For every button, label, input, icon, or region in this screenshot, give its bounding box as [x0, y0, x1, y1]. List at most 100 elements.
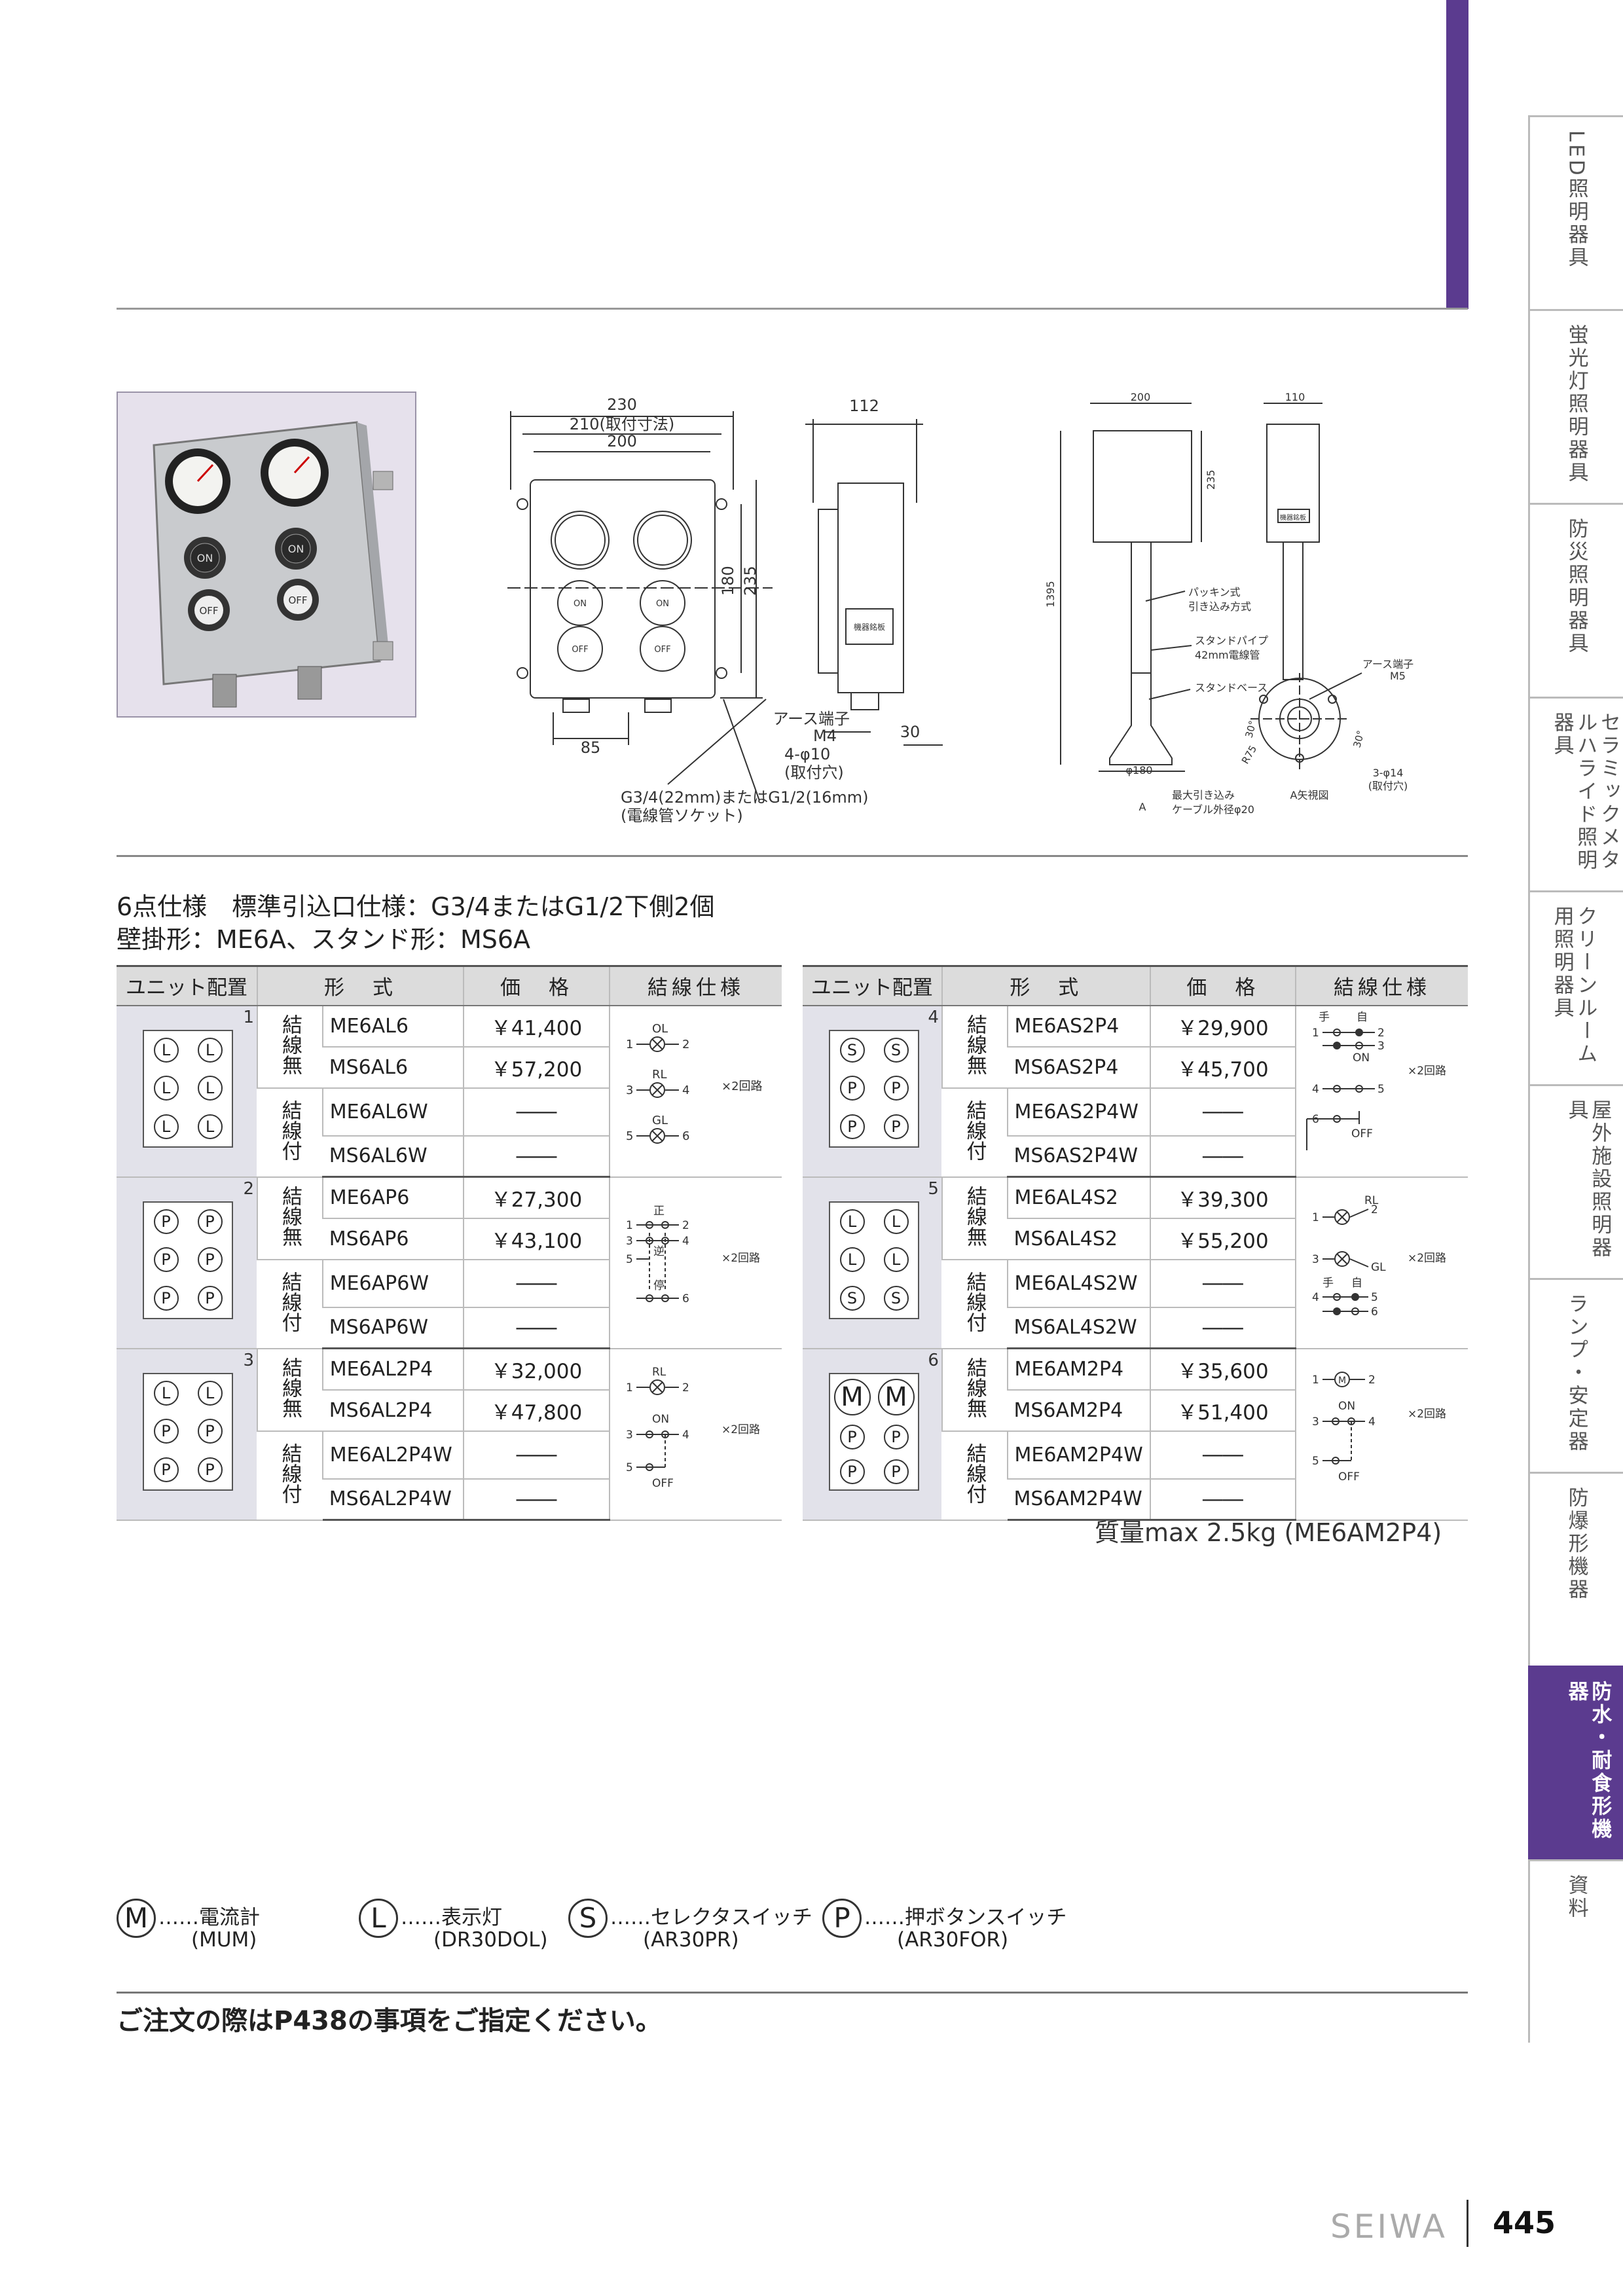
svg-text:4: 4 — [1312, 1291, 1319, 1304]
legend-code: (AR30FOR) — [897, 1928, 1009, 1952]
unit-symbol: L — [883, 1209, 909, 1234]
svg-text:OFF: OFF — [652, 1477, 674, 1490]
unit-grid: L L L L L L — [143, 1029, 233, 1148]
unit-symbol: L — [839, 1209, 865, 1234]
side-tab-emergency[interactable]: 防災照明器具 — [1528, 503, 1623, 697]
model-code: ME6AL2P4W — [321, 1430, 464, 1480]
unit-symbol: L — [153, 1076, 179, 1101]
svg-text:×2回路: ×2回路 — [1408, 1252, 1446, 1265]
stand-dim-1395: 1395 — [1044, 581, 1057, 608]
svg-text:M: M — [1338, 1376, 1346, 1386]
model-code: MS6AL4S2W — [1007, 1307, 1150, 1349]
svg-text:3: 3 — [1312, 1415, 1319, 1429]
unit-layout-5: 5 L L L L S S — [803, 1176, 942, 1349]
side-tab-label: セラミックメタルハライド照明器具 — [1550, 712, 1620, 872]
cable-label-2: ケーブル外径φ20 — [1172, 803, 1254, 816]
unit-symbol: P — [883, 1425, 909, 1450]
cable-label-1: 最大引き込み — [1172, 789, 1235, 801]
stand-earth-label: アース端子 — [1362, 658, 1413, 670]
unit-symbol: L — [883, 1247, 909, 1273]
stand-holes-note: (取付穴) — [1368, 780, 1408, 792]
unit-symbol: P — [883, 1114, 909, 1140]
earth-m4-label: M4 — [813, 727, 837, 745]
unit-symbol: S — [839, 1286, 865, 1311]
dim-230: 230 — [607, 395, 637, 414]
price: ―― — [1149, 1478, 1296, 1521]
spec-heading-line-1: 6点仕様 標準引込口仕様：G3/4またはG1/2下側2個 — [117, 892, 715, 921]
dim-235: 235 — [741, 566, 759, 596]
svg-text:6: 6 — [1312, 1113, 1319, 1126]
spec-table-left: ユニット配置 形 式 価 格 結線仕様 1 L L L L L L 結線無 ME… — [117, 965, 782, 1521]
unit-symbol: S — [883, 1037, 909, 1063]
earth-terminal-label: アース端子 — [773, 710, 850, 728]
bottom-rule — [117, 1992, 1468, 1994]
svg-text:6: 6 — [682, 1129, 689, 1143]
svg-text:自: 自 — [1351, 1277, 1362, 1290]
svg-text:2: 2 — [682, 1381, 689, 1394]
price: ￥51,400 — [1149, 1389, 1296, 1432]
kind-with-wiring: 結線付 — [941, 1259, 1008, 1349]
side-tab-lamp-ballast[interactable]: ランプ・安定器 — [1528, 1278, 1623, 1472]
svg-text:3: 3 — [626, 1084, 633, 1097]
model-code: MS6AL6W — [322, 1135, 464, 1178]
svg-text:OL: OL — [652, 1022, 668, 1036]
side-tab-cleanroom[interactable]: クリーンルーム用照明器具 — [1528, 890, 1623, 1084]
kind-without-wiring: 結線無 — [941, 1005, 1008, 1089]
stand-d180: φ180 — [1125, 764, 1152, 776]
kind-without-wiring: 結線無 — [941, 1348, 1008, 1432]
side-tab-led[interactable]: LED照明器具 — [1528, 115, 1623, 309]
svg-text:停: 停 — [653, 1279, 665, 1292]
svg-text:5: 5 — [626, 1253, 633, 1266]
svg-text:4: 4 — [682, 1235, 689, 1248]
model-code: ME6AL2P4 — [321, 1348, 464, 1391]
side-tab-fluorescent[interactable]: 蛍光灯照明器具 — [1528, 309, 1623, 503]
footer-divider — [1467, 2200, 1468, 2247]
svg-text:5: 5 — [1377, 1083, 1385, 1096]
lamp-symbol-icon: L — [359, 1899, 398, 1938]
svg-text:逆: 逆 — [653, 1245, 665, 1258]
side-tab-waterproof[interactable]: 防水・耐食形機器 — [1528, 1666, 1623, 1859]
svg-text:×2回路: ×2回路 — [1408, 1408, 1446, 1421]
section-color-bar — [1446, 0, 1468, 309]
unit-grid: L L P P P P — [143, 1372, 233, 1491]
group-number: 1 — [243, 1007, 255, 1027]
packing-label: パッキン式 — [1188, 586, 1241, 598]
top-rule — [117, 308, 1468, 310]
model-code: ME6AM2P4 — [1006, 1348, 1150, 1391]
svg-text:×2回路: ×2回路 — [721, 1423, 760, 1436]
svg-text:RL: RL — [652, 1366, 666, 1379]
ammeter-symbol-icon: M — [117, 1899, 156, 1938]
model-code: MS6AL6 — [322, 1046, 464, 1089]
stand-m5-label: M5 — [1390, 670, 1406, 682]
unit-symbol: P — [197, 1457, 223, 1483]
stand-drawing: 200 110 機器銘板 パッキン式 引き込み方式 スタンドパイプ 42mm電線… — [1044, 392, 1413, 816]
svg-text:1: 1 — [1312, 1211, 1319, 1224]
col-model: 形 式 — [941, 965, 1150, 1006]
kind-without-wiring: 結線無 — [257, 1176, 323, 1260]
side-tab-outdoor[interactable]: 屋外施設照明器具 — [1528, 1084, 1623, 1278]
svg-text:正: 正 — [653, 1205, 665, 1218]
svg-text:3: 3 — [626, 1429, 633, 1442]
price: ―― — [463, 1087, 610, 1137]
price: ￥41,400 — [463, 1005, 610, 1048]
dim-30: 30 — [900, 723, 921, 741]
svg-text:RL: RL — [652, 1068, 667, 1082]
side-tab-reference[interactable]: 資料 — [1528, 1859, 1623, 2043]
unit-symbol: P — [153, 1457, 179, 1483]
kind-with-wiring: 結線付 — [941, 1430, 1008, 1521]
price: ―― — [1149, 1087, 1296, 1137]
side-tab-label: 防水・耐食形機器 — [1564, 1681, 1612, 1841]
svg-text:5: 5 — [626, 1129, 633, 1143]
svg-text:ON: ON — [288, 543, 304, 555]
side-tab-label: 屋外施設照明器具 — [1564, 1099, 1612, 1260]
legend-code: (AR30PR) — [643, 1928, 739, 1952]
price: ―― — [1149, 1307, 1296, 1349]
price: ￥47,800 — [463, 1389, 610, 1432]
svg-text:1: 1 — [626, 1381, 633, 1394]
svg-text:GL: GL — [1371, 1261, 1386, 1274]
side-tab-ceramic-metal-halide[interactable]: セラミックメタルハライド照明器具 — [1528, 697, 1623, 890]
push-button-symbol-icon: P — [822, 1899, 862, 1938]
side-tab-explosion-proof[interactable]: 防爆形機器 — [1528, 1472, 1623, 1666]
